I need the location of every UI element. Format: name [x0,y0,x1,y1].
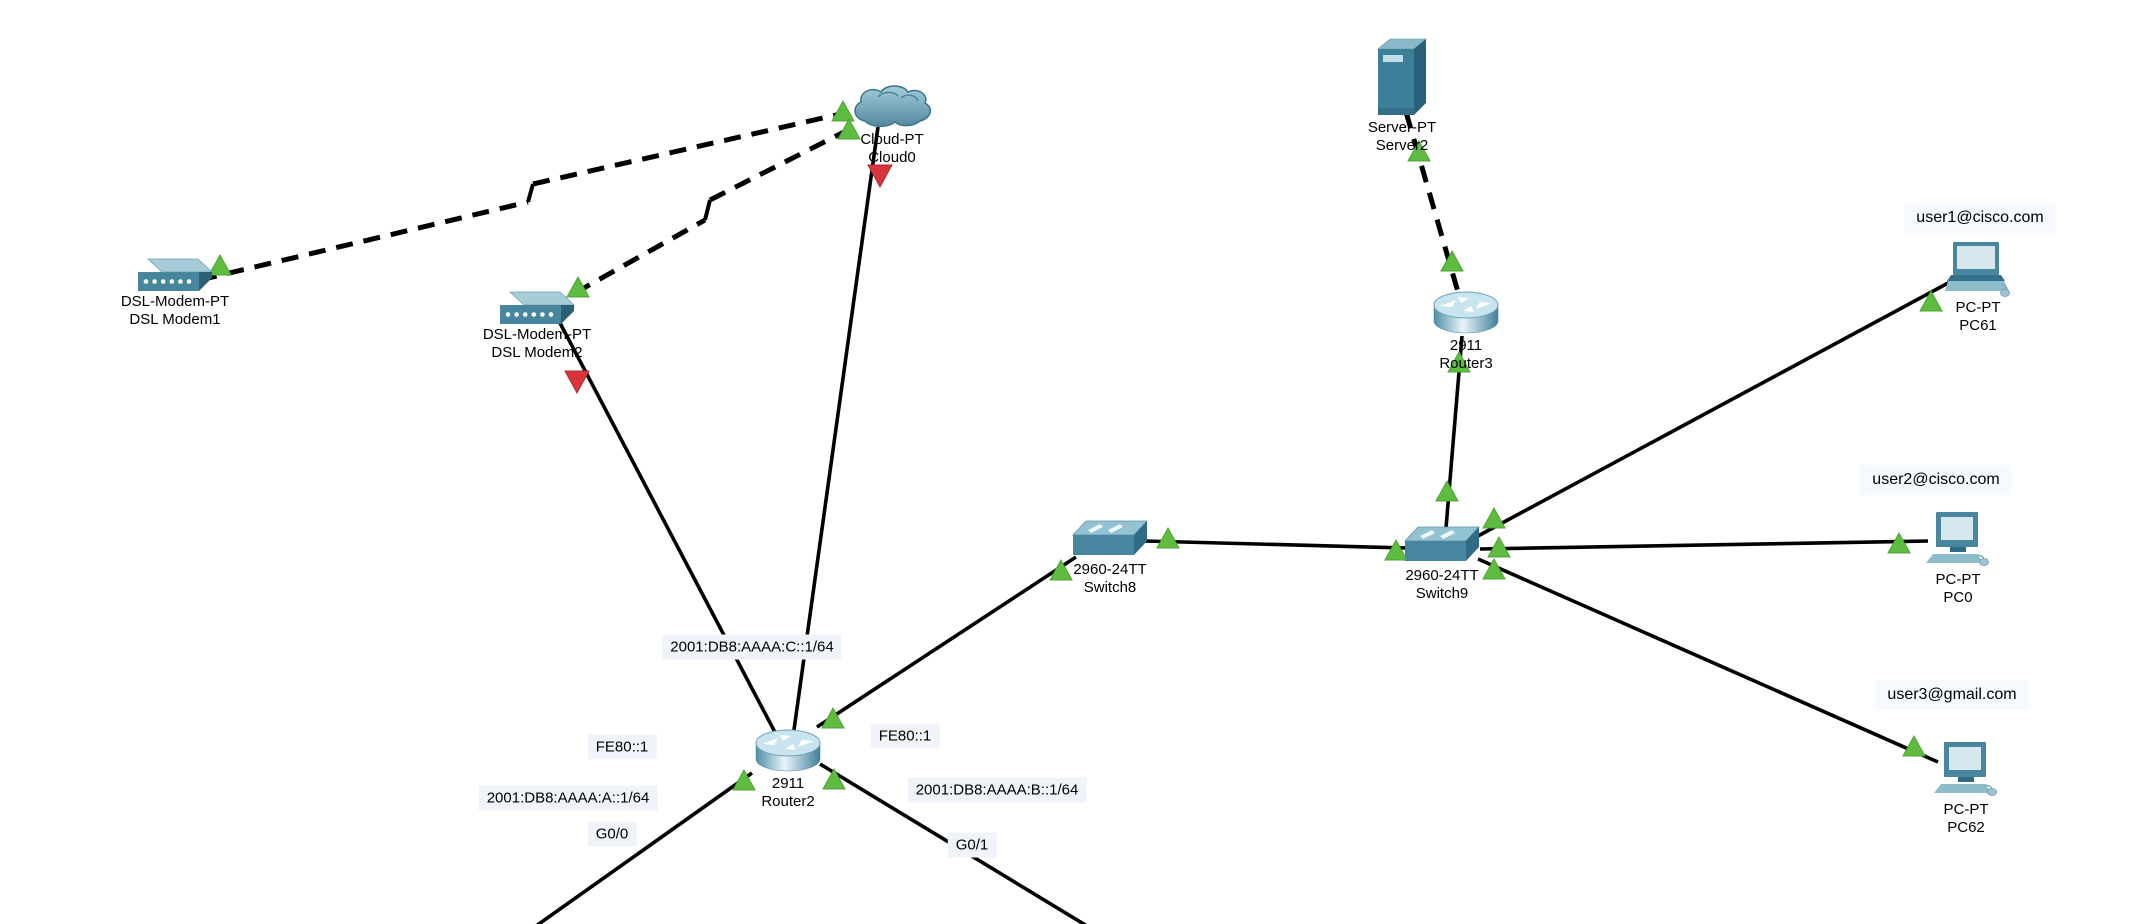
device-router2[interactable]: 2911 Router2 [678,728,898,810]
device-cloud0[interactable]: Cloud-PT Cloud0 [782,84,1002,166]
status-up-arrow [1049,558,1073,581]
device-pc61[interactable]: PC-PT PC61 [1868,242,2088,334]
link-dslmodem2-cloud0-segment[interactable] [708,128,848,203]
device-model-label: 2960-24TT [1073,561,1147,578]
device-model-label: DSL-Modem-PT [482,326,592,343]
note-user3-email: user3@gmail.com [1875,680,2029,710]
switch-icon [1404,526,1480,561]
device-name-label: Router3 [1439,355,1493,372]
device-server2[interactable]: Server-PT Server2 [1292,38,1512,154]
port-label-fe80-g01: FE80::1 [870,723,940,749]
device-model-label: DSL-Modem-PT [120,293,230,310]
link-dslmodem1-cloud0-segment[interactable] [199,199,529,283]
device-name-label: PC0 [1943,589,1973,606]
link-switch9-pc0[interactable] [1479,539,1929,551]
router-icon [755,729,821,772]
device-model-label: Cloud-PT [860,131,924,148]
laptop-icon [1945,242,2010,297]
device-model-label: 2960-24TT [1405,567,1479,584]
port-label-ipv6-a: 2001:DB8:AAAA:A::1/64 [478,785,658,811]
device-dsl-modem1[interactable]: DSL-Modem-PT DSL Modem1 [65,258,285,328]
device-pc0[interactable]: PC-PT PC0 [1848,512,2068,606]
device-dsl-modem2[interactable]: DSL-Modem-PT DSL Modem2 [427,291,647,361]
device-model-label: Server-PT [1367,119,1437,136]
device-name-label: Switch8 [1083,579,1137,596]
link-break-symbol [526,183,535,203]
status-up-arrow [1156,526,1180,549]
status-up-arrow [566,275,590,298]
status-up-arrow [831,99,855,122]
link-break-symbol [703,199,712,221]
device-switch8[interactable]: 2960-24TT Switch8 [1000,520,1220,596]
link-switch9-pc62[interactable] [1477,557,1939,764]
device-name-label: Server2 [1375,137,1429,154]
status-up-arrow [1447,350,1471,373]
status-down-arrow [564,370,590,395]
router-icon [1433,291,1499,334]
port-label-fe80-g00: FE80::1 [587,734,657,760]
link-dslmodem1-cloud0-segment[interactable] [532,110,846,187]
device-model-label: PC-PT [1943,801,1989,818]
status-up-arrow [1482,506,1506,529]
dsl-modem-icon [500,291,575,324]
switch-icon [1072,520,1148,555]
device-model-label: PC-PT [1955,299,2001,316]
link-router2-g00[interactable] [535,771,754,924]
device-name-label: DSL Modem2 [491,344,583,361]
device-name-label: Cloud0 [868,149,916,166]
status-up-arrow [732,768,756,791]
status-up-arrow [837,117,861,140]
link-switch8-router2[interactable] [816,555,1077,729]
cloud-icon [854,85,932,128]
device-name-label: Switch9 [1415,585,1469,602]
device-model-label: 2911 [771,775,805,792]
status-up-arrow [1435,479,1459,502]
device-switch9[interactable]: 2960-24TT Switch9 [1332,526,1552,602]
server-icon [1377,38,1427,115]
link-switch8-switch9[interactable] [1144,539,1407,550]
device-name-label: DSL Modem1 [129,311,221,328]
status-up-arrow [822,767,846,790]
device-pc62[interactable]: PC-PT PC62 [1856,742,2076,836]
status-up-arrow [821,706,845,729]
port-label-ipv6-b: 2001:DB8:AAAA:B::1/64 [907,777,1087,803]
device-name-label: Router2 [761,793,815,810]
status-up-arrow [1482,557,1506,580]
device-model-label: 2911 [1449,337,1483,354]
status-up-arrow [1919,289,1943,312]
pc-icon [1934,742,1997,796]
status-up-arrow [1384,538,1408,561]
device-name-label: PC62 [1947,819,1985,836]
port-label-g01: G0/1 [947,832,997,858]
link-dslmodem2-router2[interactable] [558,322,780,739]
status-up-arrow [1407,139,1431,162]
port-label-g00: G0/0 [587,821,637,847]
note-user2-email: user2@cisco.com [1860,465,2012,495]
dsl-modem-icon [138,258,213,291]
device-name-label: PC61 [1959,317,1997,334]
link-dslmodem2-cloud0-segment[interactable] [573,217,707,296]
device-router3[interactable]: 2911 Router3 [1356,290,1576,372]
status-up-arrow [1487,535,1511,558]
device-model-label: PC-PT [1935,571,1981,588]
status-up-arrow [1902,734,1926,757]
status-up-arrow [1440,249,1464,272]
note-user1-email: user1@cisco.com [1904,203,2056,233]
pc-icon [1926,512,1989,566]
status-up-arrow [1887,531,1911,554]
status-down-arrow [867,164,893,189]
port-label-ipv6-c: 2001:DB8:AAAA:C::1/64 [662,634,842,660]
link-switch9-pc61[interactable] [1477,280,1951,538]
status-up-arrow [208,253,232,276]
